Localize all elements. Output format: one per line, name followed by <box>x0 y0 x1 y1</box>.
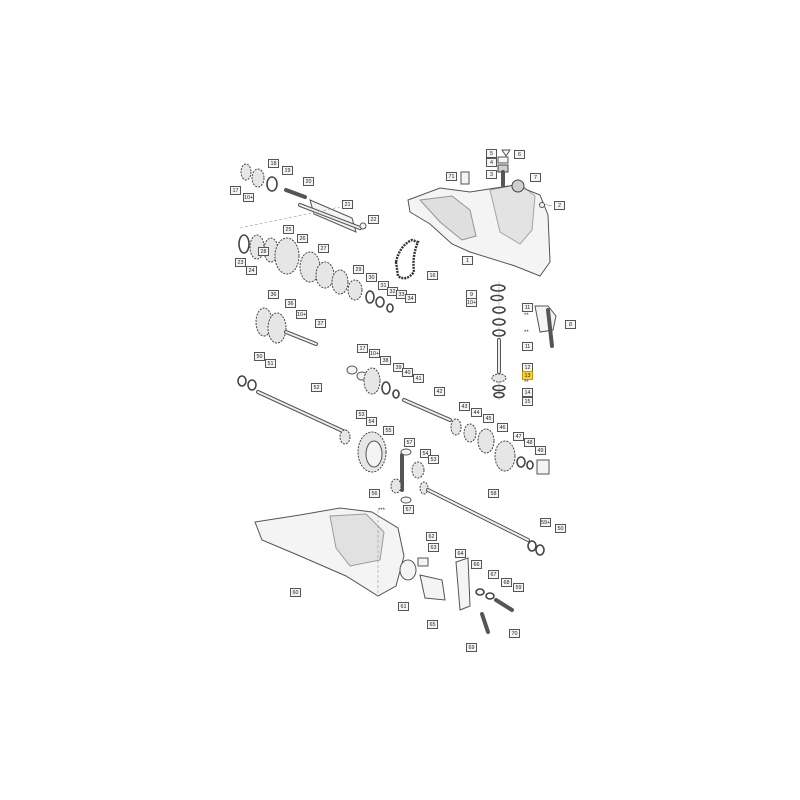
differential-assembly <box>357 431 425 504</box>
callout-c11b[interactable]: 11 <box>522 342 533 351</box>
gear-shaft-middle <box>255 307 318 346</box>
callout-c59b[interactable]: 59+ <box>540 518 551 527</box>
callout-c49[interactable]: 49 <box>535 446 546 455</box>
callout-c58[interactable]: 58 <box>488 489 499 498</box>
callout-c65[interactable]: 65 <box>427 620 438 629</box>
callout-c63[interactable]: 63 <box>428 543 439 552</box>
callout-c36b[interactable]: 36 <box>285 299 296 308</box>
callout-c52[interactable]: 52 <box>311 383 322 392</box>
callout-c31[interactable]: 31 <box>378 281 389 290</box>
callout-c50b[interactable]: 50 <box>555 524 566 533</box>
asterisk-mark-m4: *** <box>378 508 386 514</box>
callout-c1[interactable]: 1 <box>462 256 473 265</box>
callout-c22[interactable]: 22 <box>368 215 379 224</box>
lower-housing <box>254 507 405 597</box>
callout-c61[interactable]: 61 <box>398 602 409 611</box>
callout-c62[interactable]: 62 <box>426 532 437 541</box>
callout-c60[interactable]: 60 <box>290 588 301 597</box>
callout-c54b[interactable]: 54 <box>420 449 431 458</box>
callout-c4[interactable]: 4 <box>486 158 497 167</box>
callout-c13[interactable]: 13 <box>522 371 533 380</box>
gear-row-upper <box>238 234 394 313</box>
callout-c34[interactable]: 34 <box>405 294 416 303</box>
callout-c25[interactable]: 25 <box>283 225 294 234</box>
callout-c14[interactable]: 14 <box>522 388 533 397</box>
callout-c54a[interactable]: 54 <box>366 417 377 426</box>
callout-c57b[interactable]: 57 <box>403 505 414 514</box>
callout-c10c[interactable]: 10+ <box>369 349 380 358</box>
callout-c48[interactable]: 48 <box>524 438 535 447</box>
callout-c2[interactable]: 2 <box>554 201 565 210</box>
callout-c53a[interactable]: 53 <box>356 410 367 419</box>
callout-c43[interactable]: 43 <box>459 402 470 411</box>
callout-c6[interactable]: 6 <box>514 150 525 159</box>
callout-c7[interactable]: 7 <box>530 173 541 182</box>
callout-c18[interactable]: 18 <box>268 159 279 168</box>
callout-c11a[interactable]: 11 <box>522 303 533 312</box>
right-gear-group <box>494 440 550 475</box>
callout-c38[interactable]: 38 <box>380 356 391 365</box>
callout-c16[interactable]: 16 <box>427 271 438 280</box>
callout-c46[interactable]: 46 <box>497 423 508 432</box>
callout-c28[interactable]: 28 <box>258 247 269 256</box>
drive-chain <box>394 238 420 280</box>
asterisk-mark-m3: ** <box>524 380 529 386</box>
callout-c50a[interactable]: 50 <box>254 352 265 361</box>
callout-c42[interactable]: 42 <box>434 387 445 396</box>
callout-c71[interactable]: 71 <box>446 172 457 181</box>
callout-c36a[interactable]: 36 <box>268 290 279 299</box>
callout-c23[interactable]: 23 <box>235 258 246 267</box>
callout-c51[interactable]: 51 <box>265 359 276 368</box>
callout-c17[interactable]: 17 <box>230 186 241 195</box>
callout-c5[interactable]: 5 <box>486 149 497 158</box>
callout-c24[interactable]: 24 <box>246 266 257 275</box>
callout-c45[interactable]: 45 <box>483 414 494 423</box>
callout-c57a[interactable]: 57 <box>404 438 415 447</box>
callout-c20[interactable]: 20 <box>303 177 314 186</box>
callout-c26[interactable]: 26 <box>297 234 308 243</box>
callout-c53b[interactable]: 53 <box>428 455 439 464</box>
long-axle-left <box>237 375 351 445</box>
lower-right-parts <box>399 557 514 634</box>
callout-c10a[interactable]: 10+ <box>243 193 254 202</box>
callout-c66[interactable]: 66 <box>471 560 482 569</box>
callout-c40[interactable]: 40 <box>402 368 413 377</box>
callout-c17b[interactable]: 17 <box>357 344 368 353</box>
callout-c29[interactable]: 29 <box>353 265 364 274</box>
callout-c44[interactable]: 44 <box>471 408 482 417</box>
callout-c10b[interactable]: 10+ <box>296 310 307 319</box>
callout-c69[interactable]: 69 <box>466 643 477 652</box>
callout-c3[interactable]: 3 <box>486 170 497 179</box>
callout-c41[interactable]: 41 <box>413 374 424 383</box>
asterisk-mark-m1: ** <box>524 313 529 319</box>
long-axle-right <box>419 481 545 556</box>
callout-c37[interactable]: 37 <box>315 319 326 328</box>
vertical-shaft-stack <box>490 282 557 400</box>
callout-c15[interactable]: 15 <box>522 397 533 406</box>
callout-c55[interactable]: 55 <box>383 426 394 435</box>
callout-c68[interactable]: 68 <box>501 578 512 587</box>
callout-c10d[interactable]: 10+ <box>466 298 477 307</box>
callout-c64[interactable]: 64 <box>455 549 466 558</box>
callout-c59c[interactable]: 59 <box>513 583 524 592</box>
callout-c27[interactable]: 27 <box>318 244 329 253</box>
callout-c39[interactable]: 39 <box>393 363 404 372</box>
callout-c30[interactable]: 30 <box>366 273 377 282</box>
callout-c67[interactable]: 67 <box>488 570 499 579</box>
upper-left-shaft <box>239 163 367 233</box>
housing-cover <box>407 171 551 277</box>
callout-c21[interactable]: 21 <box>342 200 353 209</box>
callout-c47[interactable]: 47 <box>513 432 524 441</box>
middle-gear-assembly <box>346 365 495 454</box>
callout-c56[interactable]: 56 <box>369 489 380 498</box>
top-small-parts <box>497 149 553 208</box>
callout-c8[interactable]: 8 <box>565 320 576 329</box>
callout-c70[interactable]: 70 <box>509 629 520 638</box>
callout-c19[interactable]: 19 <box>282 166 293 175</box>
asterisk-mark-m2: ** <box>524 330 529 336</box>
